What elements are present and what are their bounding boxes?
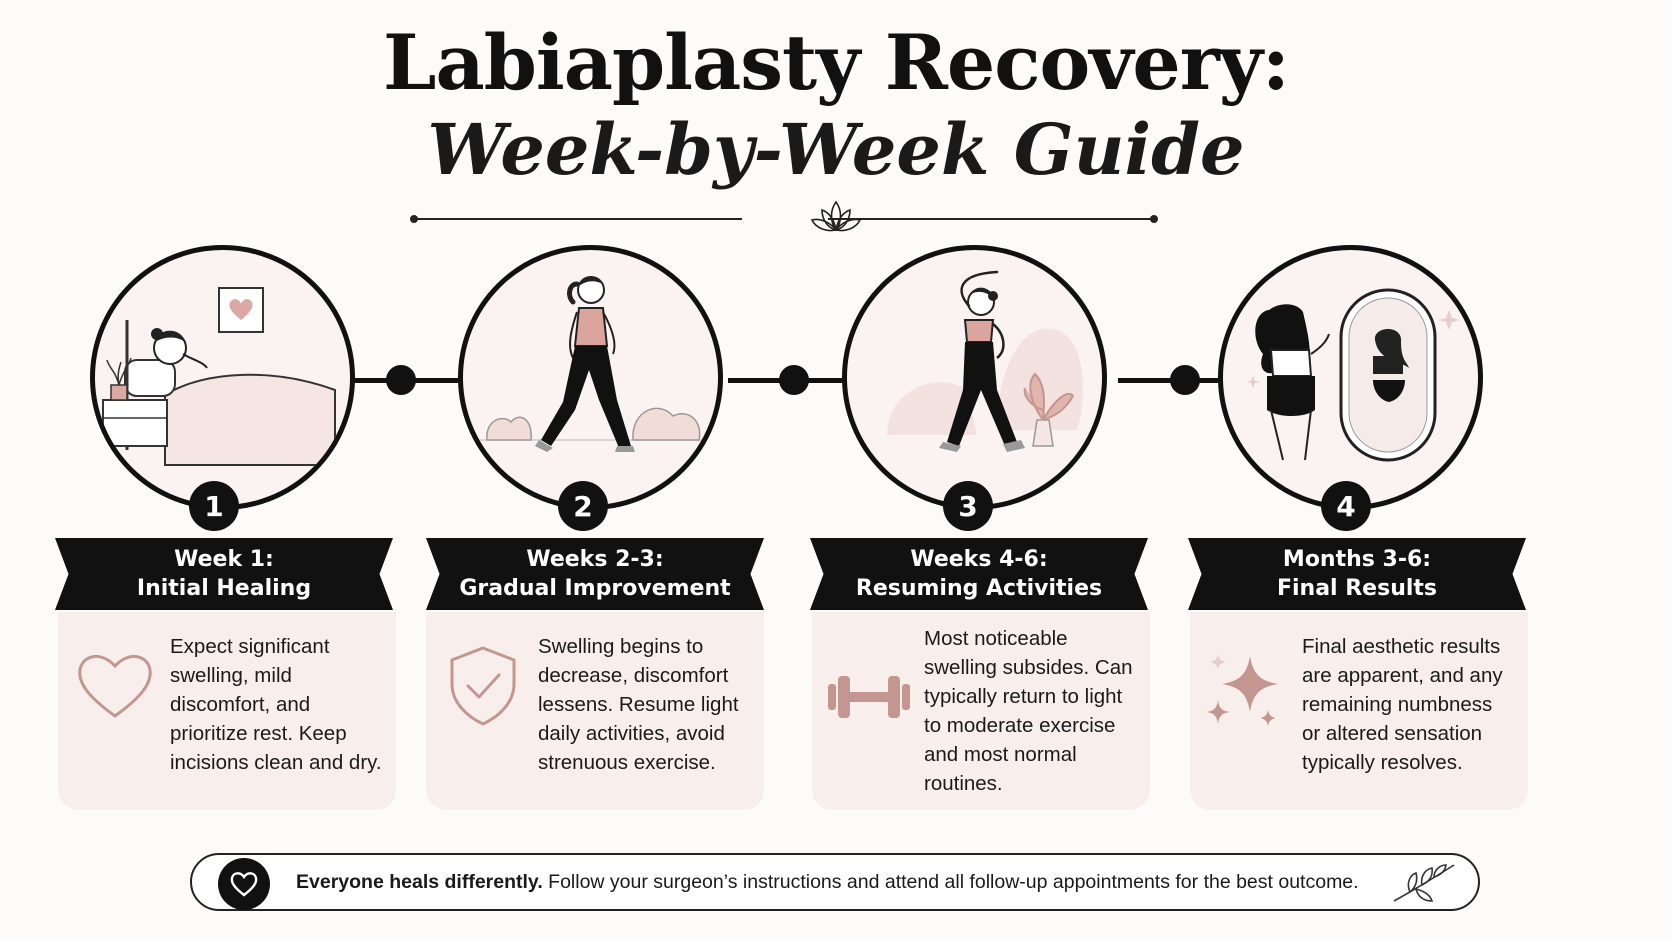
stage-3-card: Most noticeable swelling subsides. Can t… <box>812 612 1150 810</box>
woman-resting-in-bed-illustration <box>102 287 336 466</box>
stage-1-card: Expect significant swelling, mild discom… <box>58 612 396 810</box>
stage-1-title-line2: Initial Healing <box>136 576 312 601</box>
stage-3-description: Most noticeable swelling subsides. Can t… <box>924 627 1133 795</box>
woman-stretching-illustration <box>887 270 1083 452</box>
lotus-icon <box>810 200 862 232</box>
stage-3-title-line1: Weeks 4-6: <box>910 547 1048 572</box>
stage-2-title-line1: Weeks 2-3: <box>526 547 664 572</box>
leaf-sprig-icon <box>1393 864 1455 902</box>
footer-heart-badge <box>218 858 270 910</box>
stage-1-illustration <box>90 245 355 510</box>
stage-4-title-line1: Months 3-6: <box>1282 547 1432 572</box>
woman-walking-illustration <box>473 276 708 452</box>
stage-2-banner: Weeks 2-3: Gradual Improvement <box>426 538 764 610</box>
stage-3-illustration <box>842 245 1107 510</box>
stage-2-title-line2: Gradual Improvement <box>459 576 731 601</box>
stage-4-title-line2: Final Results <box>1276 576 1438 601</box>
stage-4-card: Final aesthetic results are apparent, an… <box>1190 612 1528 810</box>
title-divider-right <box>828 218 1154 220</box>
stage-4-banner: Months 3-6: Final Results <box>1188 538 1526 610</box>
footer-note: Everyone heals differently. Follow your … <box>190 853 1480 911</box>
stage-1-number-badge: 1 <box>189 481 239 531</box>
footer-text: Everyone heals differently. Follow your … <box>296 855 1359 909</box>
footer-bold-text: Everyone heals differently. <box>296 871 543 893</box>
stage-3-title-line2: Resuming Activities <box>855 576 1103 601</box>
stage-3-number-badge: 3 <box>943 481 993 531</box>
timeline-node-2 <box>779 365 809 395</box>
title-divider-dot-left <box>410 215 418 223</box>
timeline-node-3 <box>1170 365 1200 395</box>
title-divider-left <box>414 218 742 220</box>
title-divider-dot-right <box>1150 215 1158 223</box>
heart-outline-icon <box>78 655 152 718</box>
stage-2-number-badge: 2 <box>558 481 608 531</box>
shield-check-icon <box>450 646 516 726</box>
stage-3-banner: Weeks 4-6: Resuming Activities <box>810 538 1148 610</box>
timeline-node-1 <box>386 365 416 395</box>
stage-4-number-badge: 4 <box>1321 481 1371 531</box>
stage-1-title-line1: Week 1: <box>174 547 274 572</box>
page-subtitle: Week-by-Week Guide <box>427 108 1245 191</box>
stage-4-illustration <box>1218 245 1483 510</box>
dumbbell-icon <box>828 676 910 718</box>
stage-2-illustration <box>458 245 723 510</box>
stage-1-description: Expect significant swelling, mild discom… <box>170 635 382 774</box>
stage-2-card: Swelling begins to decrease, discomfort … <box>426 612 764 810</box>
stage-4-description: Final aesthetic results are apparent, an… <box>1302 635 1503 774</box>
page-title: Labiaplasty Recovery: <box>383 18 1290 107</box>
heart-icon <box>230 872 258 897</box>
stage-2-description: Swelling begins to decrease, discomfort … <box>538 635 739 774</box>
sparkle-icon <box>1206 654 1278 726</box>
woman-at-mirror-illustration <box>1246 288 1460 462</box>
stage-1-banner: Week 1: Initial Healing <box>55 538 393 610</box>
footer-body-text: Follow your surgeon’s instructions and a… <box>542 871 1359 893</box>
